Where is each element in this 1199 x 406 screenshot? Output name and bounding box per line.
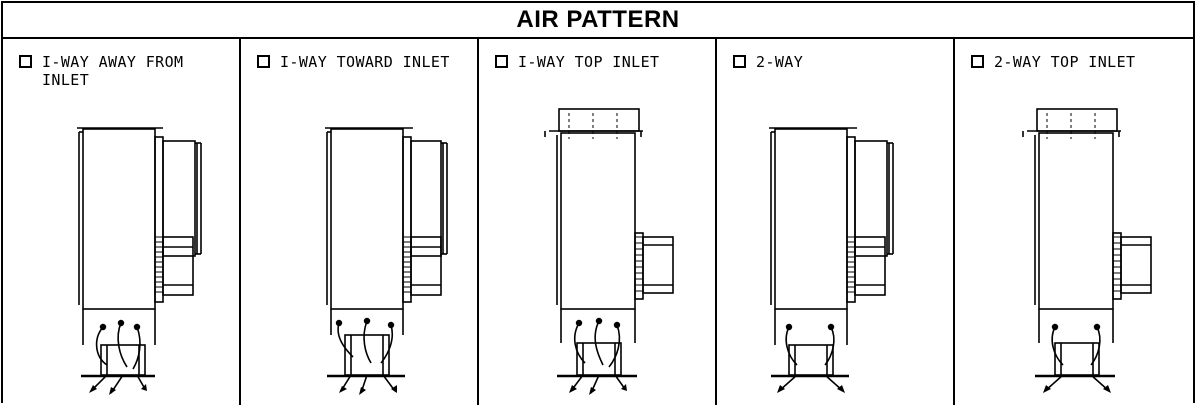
checkbox-icon[interactable]	[733, 55, 746, 68]
title-bar: AIR PATTERN	[3, 3, 1193, 39]
unit-side-view-icon	[769, 127, 894, 393]
panels-row: I-WAY AWAY FROM INLET	[3, 39, 1193, 405]
option-label: I-WAY AWAY FROM INLET	[42, 53, 184, 89]
page-title: AIR PATTERN	[516, 6, 680, 33]
checkbox-icon[interactable]	[19, 55, 32, 68]
option-row[interactable]: I-WAY TOP INLET	[495, 53, 659, 71]
option-row[interactable]: I-WAY TOWARD INLET	[257, 53, 450, 71]
unit-drawing	[479, 87, 715, 405]
option-label: I-WAY TOWARD INLET	[280, 53, 450, 71]
option-label: I-WAY TOP INLET	[518, 53, 660, 71]
panel-1way-away-from-inlet: I-WAY AWAY FROM INLET	[3, 39, 241, 405]
option-label: 2-WAY	[756, 53, 804, 71]
panel-1way-toward-inlet: I-WAY TOWARD INLET	[241, 39, 479, 405]
checkbox-icon[interactable]	[257, 55, 270, 68]
unit-drawing	[3, 87, 239, 405]
panel-2way: 2-WAY	[717, 39, 955, 405]
panel-2way-top-inlet: 2-WAY TOP INLET	[955, 39, 1193, 405]
unit-drawing	[241, 87, 477, 405]
unit-drawing	[955, 87, 1193, 405]
unit-drawing	[717, 87, 953, 405]
option-row[interactable]: 2-WAY TOP INLET	[971, 53, 1135, 71]
panel-1way-top-inlet: I-WAY TOP INLET	[479, 39, 717, 405]
option-row[interactable]: 2-WAY	[733, 53, 803, 71]
unit-side-view-icon	[1022, 108, 1152, 393]
option-label: 2-WAY TOP INLET	[994, 53, 1136, 71]
checkbox-icon[interactable]	[971, 55, 984, 68]
option-row[interactable]: I-WAY AWAY FROM INLET	[19, 53, 232, 89]
unit-side-view-icon	[325, 127, 448, 395]
checkbox-icon[interactable]	[495, 55, 508, 68]
unit-side-view-icon	[544, 108, 674, 395]
unit-side-view-icon	[77, 127, 202, 395]
